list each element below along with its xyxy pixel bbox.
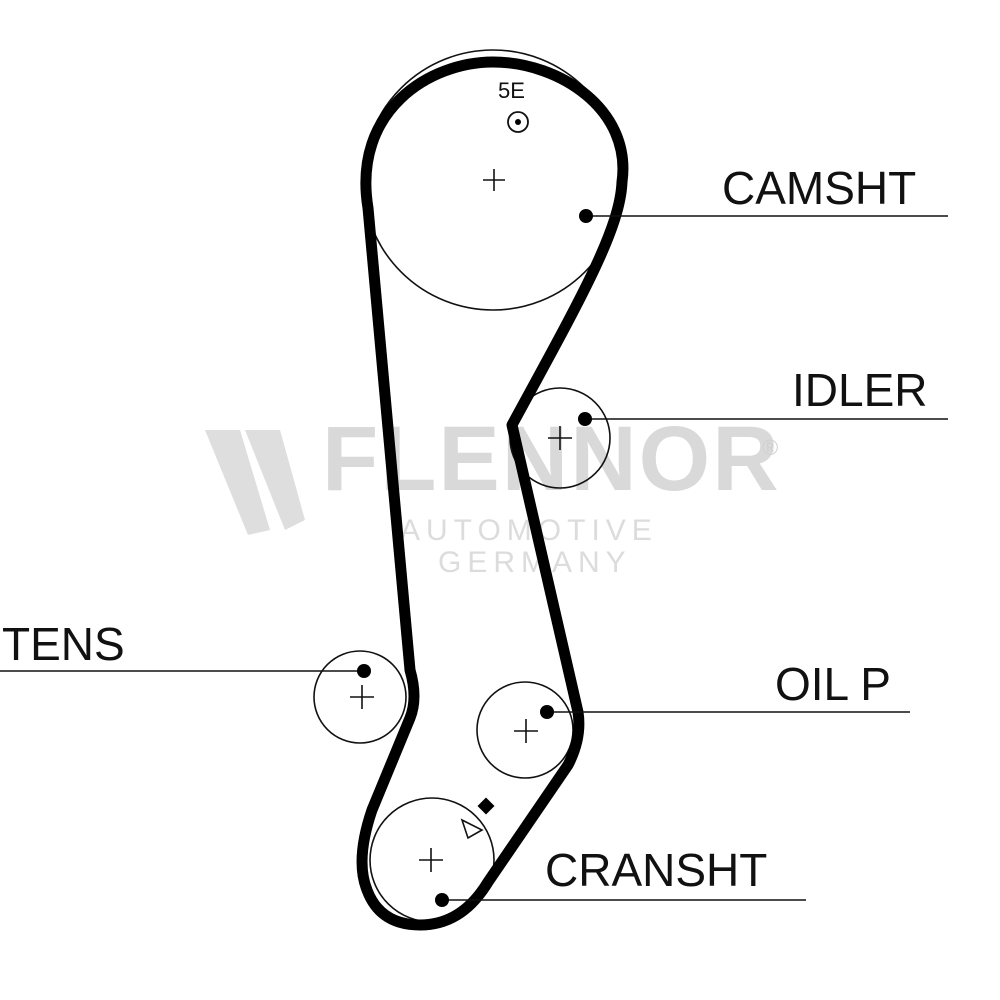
crankshaft-center-icon <box>419 848 443 872</box>
watermark-registered: ® <box>762 435 778 460</box>
crankshaft-label: CRANSHT <box>545 844 767 896</box>
tensioner-pulley <box>313 650 407 744</box>
crank-timing-dot <box>477 797 495 815</box>
oil-pump-center-icon <box>514 719 538 743</box>
timing-mark-label: 5E <box>498 78 525 103</box>
watermark-logo-icon <box>205 430 305 535</box>
watermark-line2: GERMANY <box>438 546 632 579</box>
idler-label: IDLER <box>792 364 927 416</box>
tensioner-center-icon <box>350 685 374 709</box>
tensioner-label: TENS <box>2 618 125 670</box>
crankshaft-leader-dot <box>435 893 449 907</box>
camshaft-leader-dot <box>579 209 593 223</box>
camshaft-label: CAMSHT <box>722 162 916 214</box>
tensioner-leader-dot <box>357 664 371 678</box>
oil-pump-label: OIL P <box>775 658 891 710</box>
brand-watermark: FLENNOR ® AUTOMOTIVE GERMANY <box>205 408 779 579</box>
timing-mark-icon <box>507 111 529 133</box>
oil-pump-pulley <box>476 681 574 779</box>
idler-center-icon <box>548 426 572 450</box>
crank-timing-marker <box>460 818 484 840</box>
oil-pump-leader-dot <box>540 705 554 719</box>
camshaft-center-icon <box>483 169 505 191</box>
watermark-line1: AUTOMOTIVE <box>400 514 658 547</box>
idler-leader-dot <box>578 412 592 426</box>
center-marks <box>350 169 572 872</box>
